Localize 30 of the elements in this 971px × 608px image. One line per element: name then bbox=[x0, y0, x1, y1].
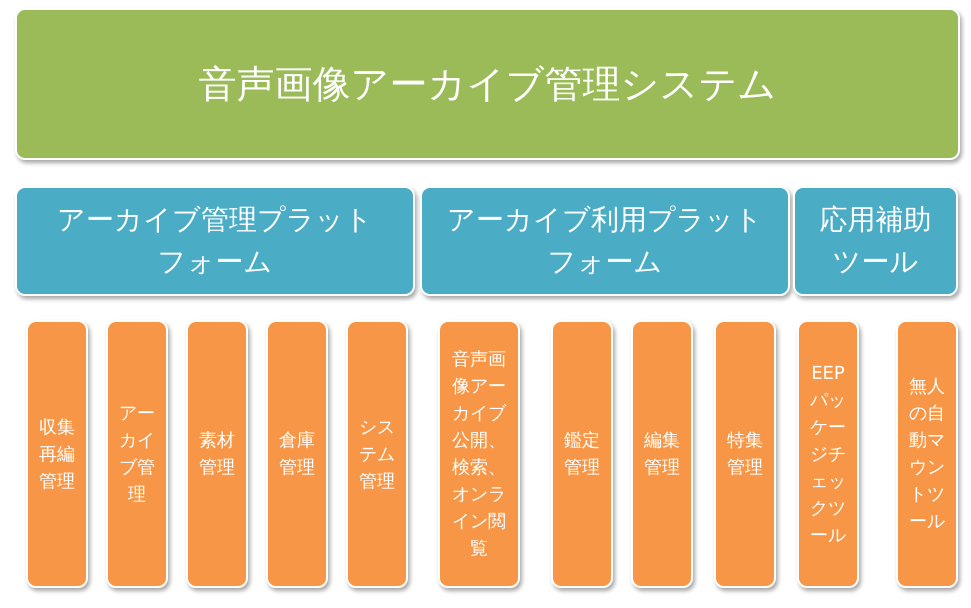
function-box bbox=[438, 320, 520, 588]
box-label: 編集管理 bbox=[643, 429, 681, 480]
box-label: 収集再編管理 bbox=[38, 416, 76, 494]
box-label: アーカイブ管理プラットフォーム bbox=[56, 202, 374, 280]
box-label: 応用補助ツール bbox=[818, 202, 932, 280]
box-label: アーカイブ管理 bbox=[118, 402, 156, 507]
box-label: 素材管理 bbox=[198, 429, 236, 480]
box-label: 音声画像アーカイブ公開、検索、オンライン閲覧 bbox=[451, 348, 507, 561]
function-box bbox=[551, 320, 613, 588]
platform-box bbox=[793, 186, 958, 296]
box-label: 無人の自動マウントツール bbox=[908, 375, 946, 534]
function-box bbox=[714, 320, 776, 588]
box-label: EEPパッケージチェックツール bbox=[809, 362, 847, 548]
tool-box bbox=[896, 320, 958, 588]
function-box bbox=[631, 320, 693, 588]
box-label: 鑑定管理 bbox=[563, 429, 601, 480]
function-box bbox=[186, 320, 248, 588]
platform-box bbox=[420, 186, 790, 296]
tool-box bbox=[797, 320, 859, 588]
box-label: 音声画像アーカイブ管理システム bbox=[198, 60, 776, 108]
box-label: システム管理 bbox=[358, 416, 396, 494]
function-box bbox=[346, 320, 408, 588]
function-box bbox=[26, 320, 88, 588]
box-label: 特集管理 bbox=[726, 429, 764, 480]
box-label: 倉庫管理 bbox=[278, 429, 316, 480]
box-label: アーカイブ利用プラットフォーム bbox=[446, 202, 764, 280]
function-box bbox=[266, 320, 328, 588]
system-title-box bbox=[15, 8, 960, 160]
function-box bbox=[106, 320, 168, 588]
platform-box bbox=[15, 186, 415, 296]
